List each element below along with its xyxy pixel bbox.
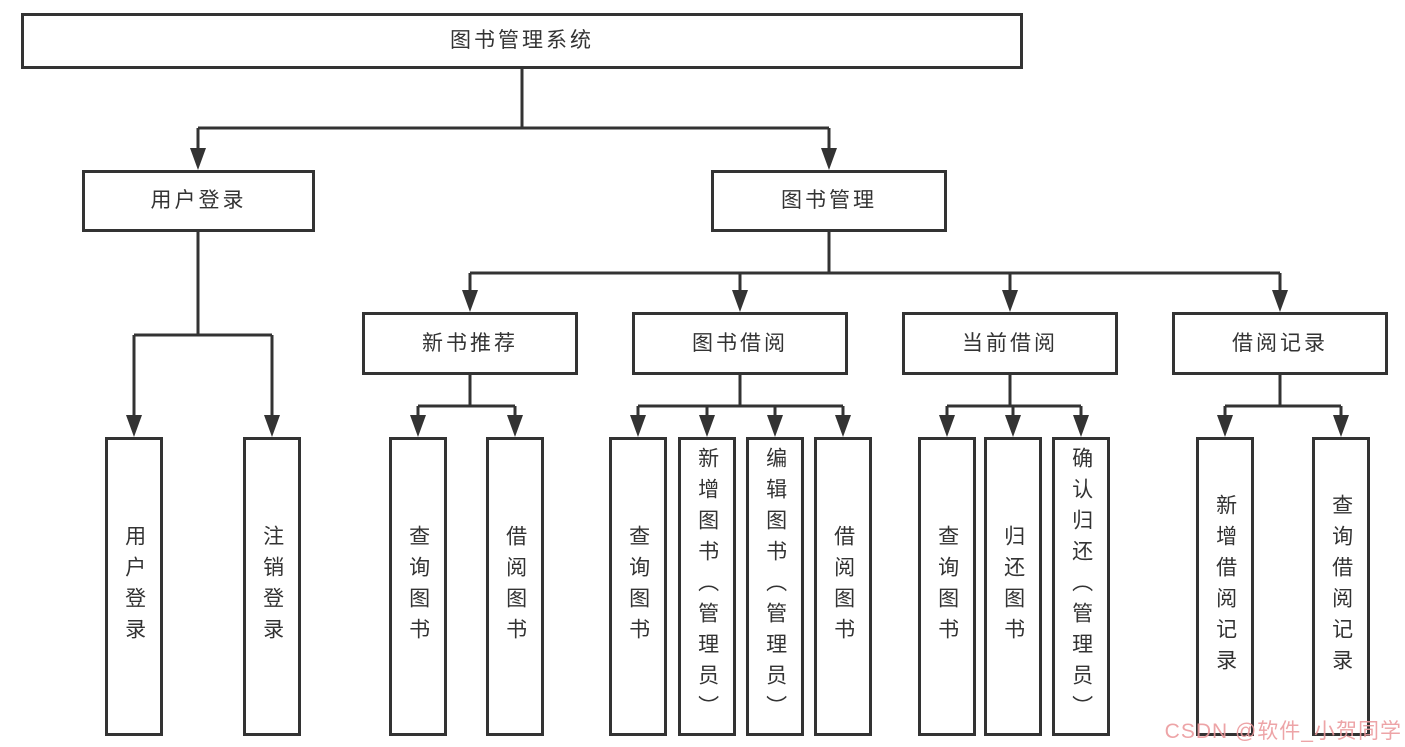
leaf-edit-books-admin: 编辑图书（管理员） (746, 437, 804, 736)
csdn-watermark: CSDN @软件_小贺同学 (1164, 720, 1402, 743)
leaf-add-books-admin: 新增图书（管理员） (678, 437, 736, 736)
leaf-query-books-borrowing: 查询图书 (609, 437, 667, 736)
leaf-query-books-current: 查询图书 (918, 437, 976, 736)
node-book-management: 图书管理 (711, 170, 947, 232)
leaf-add-borrow-record: 新增借阅记录 (1196, 437, 1254, 736)
leaf-logout: 注销登录 (243, 437, 301, 736)
leaf-query-borrow-record: 查询借阅记录 (1312, 437, 1370, 736)
node-borrowing-records: 借阅记录 (1172, 312, 1388, 375)
node-book-borrowing: 图书借阅 (632, 312, 848, 375)
node-current-borrowing: 当前借阅 (902, 312, 1118, 375)
leaf-borrow-books: 借阅图书 (814, 437, 872, 736)
connector-lines (132, 69, 1343, 417)
node-new-book-recommendation: 新书推荐 (362, 312, 578, 375)
leaf-confirm-return-admin: 确认归还（管理员） (1052, 437, 1110, 736)
leaf-query-books-recommend: 查询图书 (389, 437, 447, 736)
leaf-borrow-books-recommend: 借阅图书 (486, 437, 544, 736)
leaf-user-login: 用户登录 (105, 437, 163, 736)
leaf-return-books: 归还图书 (984, 437, 1042, 736)
node-user-login: 用户登录 (82, 170, 315, 232)
arrowheads (126, 148, 1349, 437)
node-library-management-system: 图书管理系统 (21, 13, 1023, 69)
